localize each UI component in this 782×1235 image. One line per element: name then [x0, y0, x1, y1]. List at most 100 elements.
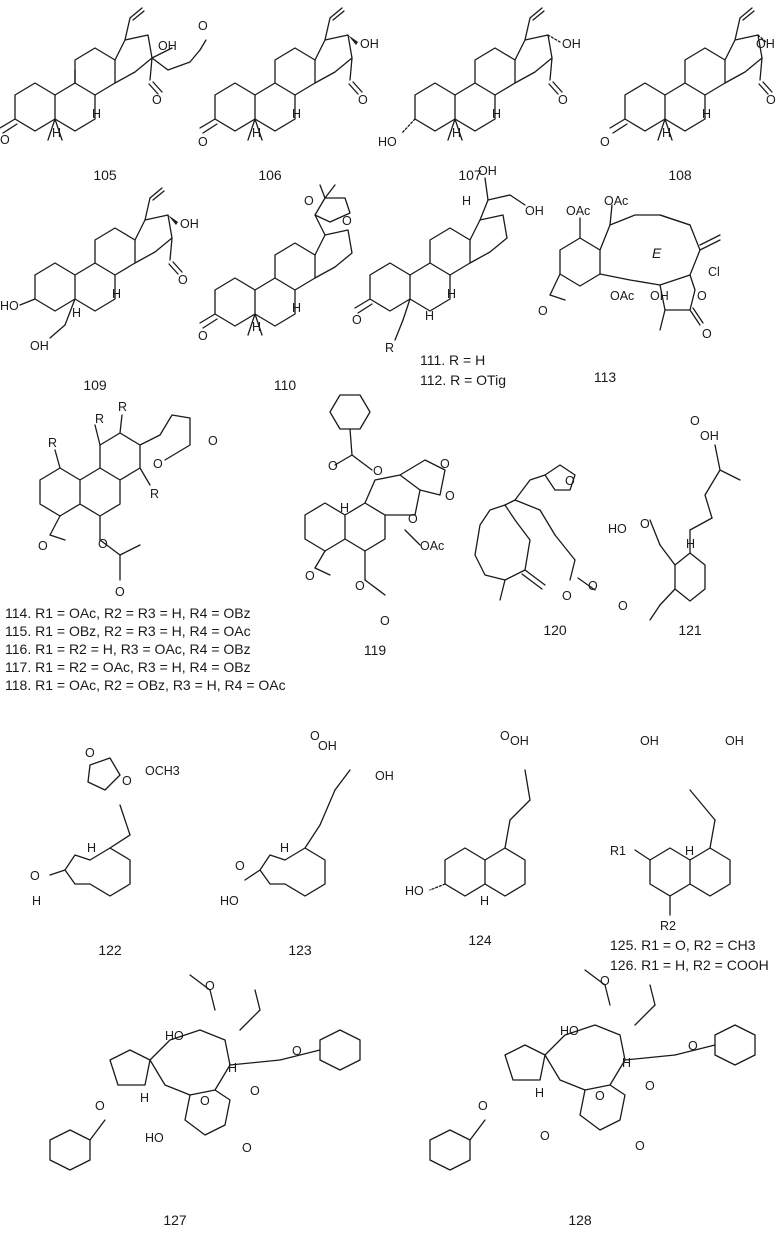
atom-ho: HO: [608, 522, 627, 536]
structure-105: O OH O O H H: [0, 7, 208, 147]
atom-h: H: [462, 194, 471, 208]
atom-o: O: [38, 539, 48, 553]
atom-ho: HO: [220, 894, 239, 908]
compound-label-111: 111. R = H: [420, 352, 485, 368]
atom-oh: OH: [725, 734, 744, 748]
compound-label-105: 105: [93, 167, 117, 183]
atom-cl: Cl: [708, 265, 720, 279]
atom-ho: HO: [0, 299, 19, 313]
atom-oh: OH: [180, 217, 199, 231]
atom-oac: OAc: [610, 289, 634, 303]
atom-h: H: [340, 501, 349, 515]
atom-o: O: [328, 459, 338, 473]
atom-r: R: [118, 400, 127, 414]
atom-h: H: [252, 126, 261, 140]
atom-o: O: [98, 537, 108, 551]
compound-label-122: 122: [98, 942, 122, 958]
compound-label-119: 119: [364, 642, 387, 658]
atom-o: O: [152, 93, 162, 107]
compound-label-125: 125. R1 = O, R2 = CH3: [610, 937, 756, 953]
atom-o: O: [355, 579, 365, 593]
compound-label-120: 120: [543, 622, 567, 638]
atom-o: O: [242, 1141, 252, 1155]
atom-h: H: [87, 841, 96, 855]
atom-oh: OH: [360, 37, 379, 51]
atom-h: H: [447, 287, 456, 301]
atom-o: O: [640, 517, 650, 531]
structure-106: O OH O H H: [198, 7, 379, 149]
atom-oh: OH: [158, 39, 177, 53]
atom-o: O: [445, 489, 455, 503]
atom-o: O: [702, 327, 712, 341]
table-row-118: 118. R1 = OAc, R2 = OBz, R3 = H, R4 = OA…: [5, 677, 286, 693]
structure-113: OAc OAc E Cl OH OAc O O O: [538, 194, 721, 341]
atom-h: H: [72, 306, 81, 320]
atom-ho: HO: [378, 135, 397, 149]
atom-o: O: [478, 1099, 488, 1113]
atom-r: R: [48, 436, 57, 450]
atom-oh: OH: [756, 37, 775, 51]
atom-oh: OH: [375, 769, 394, 783]
atom-o: O: [205, 979, 215, 993]
atom-o: O: [766, 93, 776, 107]
atom-o: O: [200, 1094, 210, 1108]
structure-119: O O O O O OAc O O O H: [304, 394, 455, 628]
structure-111-112: O OH OH H H H R: [352, 164, 544, 355]
atom-h: H: [492, 107, 501, 121]
atom-oh: OH: [525, 204, 544, 218]
structure-108: O OH O H H: [600, 7, 776, 149]
atom-o: O: [292, 1044, 302, 1058]
atom-h: H: [686, 537, 695, 551]
atom-o: O: [500, 729, 510, 743]
atom-h: H: [292, 107, 301, 121]
atom-ho: HO: [405, 884, 424, 898]
atom-o: O: [358, 93, 368, 107]
compound-label-113: 113: [594, 369, 617, 385]
compound-label-110: 110: [274, 377, 297, 393]
compound-label-127: 127: [163, 1212, 187, 1228]
structure-124: OH O HO H: [405, 729, 531, 908]
atom-h: H: [228, 1061, 237, 1075]
atom-o: O: [95, 1099, 105, 1113]
structure-122: O O OCH3 O H H: [30, 746, 180, 908]
atom-o: O: [178, 273, 188, 287]
atom-h: H: [32, 894, 41, 908]
atom-o: O: [600, 974, 610, 988]
atom-o: O: [538, 304, 548, 318]
atom-oh: OH: [478, 164, 497, 178]
atom-o: O: [440, 457, 450, 471]
atom-o: O: [697, 289, 707, 303]
structure-121: OH O HO O O H: [608, 414, 741, 621]
atom-h: H: [702, 107, 711, 121]
atom-o: O: [122, 774, 132, 788]
compound-label-123: 123: [288, 942, 312, 958]
compound-label-121: 121: [678, 622, 702, 638]
atom-h: H: [535, 1086, 544, 1100]
atom-h: H: [280, 841, 289, 855]
atom-h: H: [292, 301, 301, 315]
atom-oh: OH: [650, 289, 669, 303]
structure-109: HO OH O H H OH: [0, 187, 199, 353]
atom-o: O: [373, 464, 383, 478]
ring-label-e: E: [652, 245, 662, 261]
compound-label-124: 124: [468, 932, 492, 948]
structure-125-126: OH OH R1 R2 H: [610, 734, 744, 933]
table-row-114: 114. R1 = OAc, R2 = R3 = H, R4 = OBz: [5, 605, 251, 621]
atom-o: O: [562, 589, 572, 603]
atom-h: H: [140, 1091, 149, 1105]
atom-oh: OH: [30, 339, 49, 353]
atom-o: O: [153, 457, 163, 471]
atom-o: O: [305, 569, 315, 583]
atom-h: H: [480, 894, 489, 908]
atom-o: O: [690, 414, 700, 428]
atom-o: O: [588, 579, 598, 593]
atom-o: O: [198, 135, 208, 149]
atom-o: O: [380, 614, 390, 628]
atom-h: H: [425, 309, 434, 323]
atom-o: O: [304, 194, 314, 208]
compound-label-108: 108: [668, 167, 692, 183]
atom-o: O: [115, 585, 125, 599]
atom-o: O: [565, 474, 575, 488]
atom-oh: OH: [510, 734, 529, 748]
atom-o: O: [198, 19, 208, 33]
